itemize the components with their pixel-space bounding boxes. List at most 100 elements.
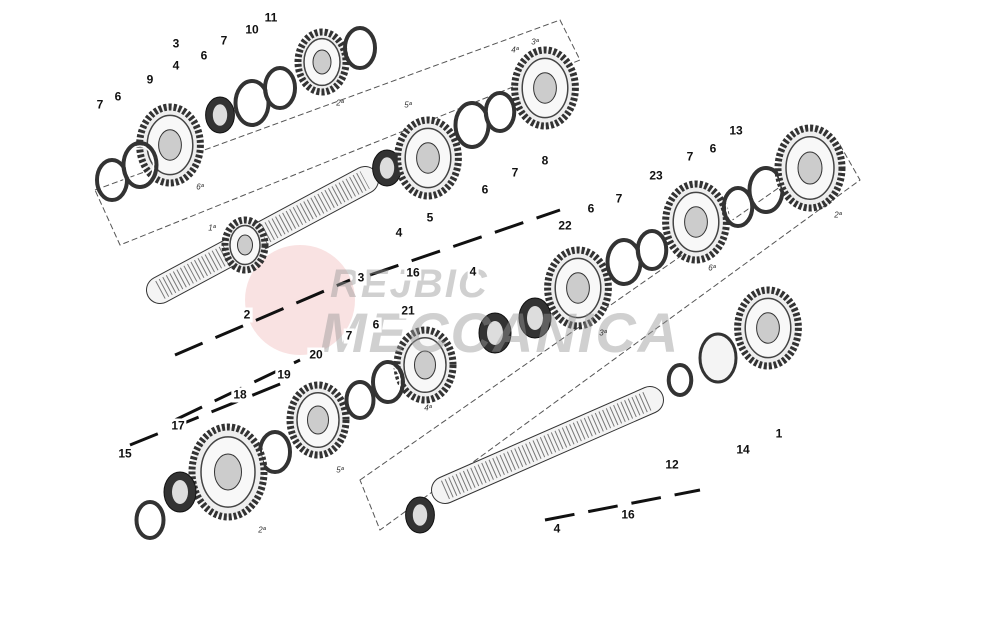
ring-6 [121,141,159,189]
gear-ordinal-label: 3ª [531,37,539,47]
ring-6 [453,101,491,149]
gear-20-bore [307,405,329,435]
ring-7-inner [726,190,750,224]
ring-7-inner [640,233,664,267]
ring-7-inner [488,95,512,129]
gear-ordinal-label: 2ª [834,210,842,220]
bushing-1 [698,332,738,384]
part-label: 7 [94,97,106,113]
part-label: 6 [479,182,491,198]
gear-ordinal-label: 6ª [708,263,716,273]
gear-ordinal-label: 6ª [196,182,204,192]
part-label: 7 [343,328,355,344]
gear-ordinal-label: 1ª [208,223,216,233]
reference-line [544,488,701,522]
part-label: 13 [727,123,745,139]
gear-ordinal-label: 5ª [404,100,412,110]
part-label: 21 [399,303,417,319]
gear-23-bore [684,206,708,238]
ring-7 [483,91,517,133]
gear-ordinal-label: 2ª [258,525,266,535]
ring-6 [605,238,643,286]
gear-10-bore [312,49,332,75]
lower-shaft-dashed-box [359,144,861,531]
bearing-4-upper-bore [212,104,228,126]
part-label: 4 [170,58,182,74]
bearing-4-mid-bore [487,321,503,345]
part-label: 4 [393,225,405,241]
ring-19 [258,430,292,474]
part-label: 6 [370,317,382,333]
ring-7-inner [348,384,372,416]
part-label: 18 [231,387,249,403]
part-label: 16 [619,507,637,523]
output-shaft-body [432,387,663,503]
part-label: 4 [551,521,563,537]
part-label: 6 [585,201,597,217]
part-label: 23 [647,168,665,184]
part-label: 2 [241,307,253,323]
gear-5-bore [416,142,440,174]
part-label: 1 [773,426,785,442]
ring-14-inner [671,367,689,393]
gear-ordinal-label: 2ª [336,98,344,108]
bearing-4-mid2-bore [527,306,543,330]
gear-9-bore [158,129,182,161]
ring-6-inner [125,145,155,185]
part-label: 11 [262,10,280,26]
ring-6-inner [375,364,401,400]
part-label: 9 [144,72,156,88]
watermark-meccanica: MECCANICA [320,301,681,364]
ring-11-inner [347,30,373,66]
part-label: 20 [307,347,325,363]
ring-7-inner [99,162,125,198]
part-label: 6 [198,48,210,64]
gear-ordinal-label: 4ª [511,45,519,55]
gear-22-bore [566,272,590,304]
part-label: 14 [734,442,752,458]
part-label: 7 [613,191,625,207]
part-label: 4 [467,264,479,280]
bearing-4-bore [379,157,395,179]
part-label: 6 [707,141,719,157]
bearing-4-lower-bore [412,504,428,526]
part-label: 10 [243,22,261,38]
ring-15-inner [138,504,162,536]
bearing-17-bore [172,480,188,504]
gear-13-bore [797,151,823,185]
gear-8-bore [533,72,557,104]
part-label: 5 [424,210,436,226]
reference-line [174,278,351,357]
part-label: 3 [170,36,182,52]
part-label: 7 [684,149,696,165]
ring-11 [343,26,377,70]
gear-ordinal-label: 4ª [424,403,432,413]
ring-7 [263,66,297,110]
ring-6-inner [237,83,267,123]
part-label: 6 [112,89,124,105]
gear-ordinal-label: 3ª [599,328,607,338]
part-label: 22 [556,218,574,234]
gear-18-bore [214,453,242,491]
part-label: 7 [218,33,230,49]
gear-21-bore [414,350,436,380]
reference-line [129,378,291,447]
ring-7 [344,380,376,420]
part-label: 19 [275,367,293,383]
gear-2-bore [237,234,253,256]
ring-6 [371,360,405,404]
reference-line [369,208,561,277]
part-label: 15 [116,446,134,462]
ring-7 [721,186,755,228]
part-label: 3 [355,270,367,286]
upper-shaft-dashed-box [94,19,581,246]
ring-7 [635,229,669,271]
ring-14 [666,363,694,397]
part-label: 16 [404,265,422,281]
part-label: 7 [509,165,521,181]
part-label: 8 [539,153,551,169]
gear-ordinal-label: 5ª [336,465,344,475]
sprocket-1-bore [756,312,780,344]
